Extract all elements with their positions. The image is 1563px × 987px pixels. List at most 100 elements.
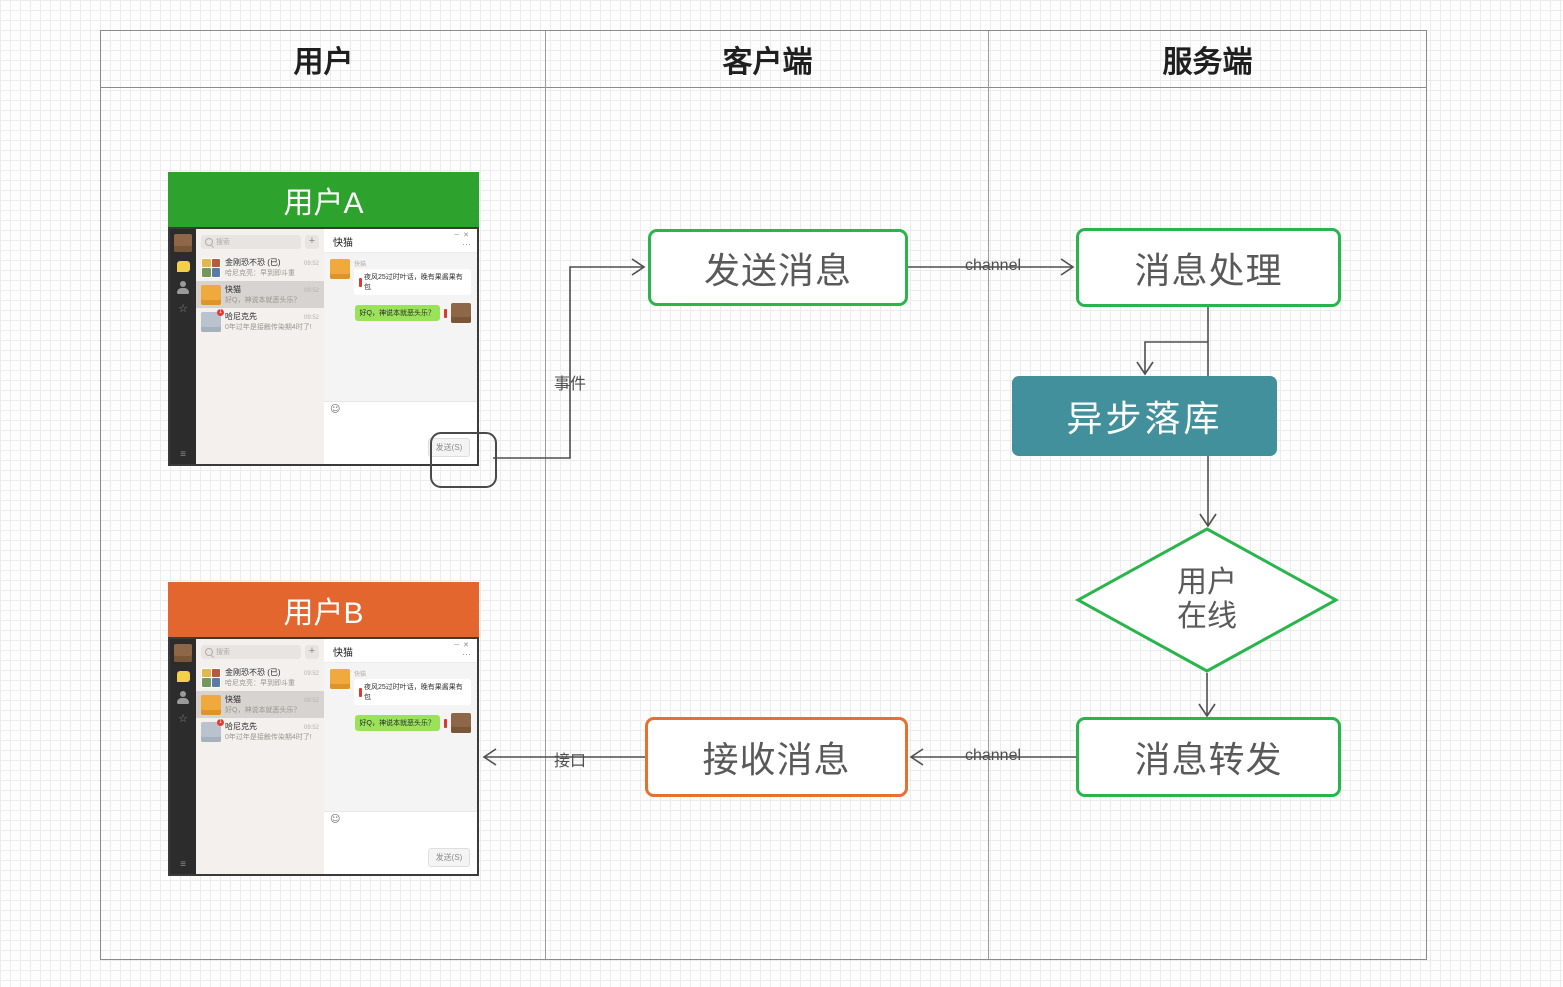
flow-node-receive-message: 接收消息 [645, 717, 908, 797]
red-mark-icon [359, 277, 362, 287]
flow-node-send-message: 发送消息 [648, 229, 908, 306]
tiger-avatar [330, 259, 350, 279]
contacts-icon[interactable] [176, 691, 190, 704]
input-area[interactable]: ☺ 发送(S) [324, 811, 477, 874]
tiger-avatar [330, 669, 350, 689]
close-icon[interactable]: ✕ [463, 232, 473, 239]
incoming-message-row: 快猫 夜风25过时叶话，晚有果酱果有包 [330, 669, 471, 705]
incoming-bubble: 夜风25过时叶话，晚有果酱果有包 [354, 269, 471, 295]
chat-panel: ─✕ 快猫 ⋯ 快猫 夜风25过时叶话，晚有果酱果有包 好Q，神说本就恶头乐？ [324, 229, 477, 464]
unread-badge: 1 [217, 718, 224, 726]
lane-divider-1 [545, 31, 546, 959]
edge-label-channel-bottom: channel [964, 747, 1022, 764]
wechat-screenshot-user-b: ☆ ≡ 搜索 + 金刚恐不恐 (已)09:52 哈尼克亮：早到即斗重 [168, 637, 479, 876]
lane-header-server: 服务端 [1162, 46, 1253, 79]
decision-label: 用户 在线 [1177, 565, 1237, 634]
search-icon [205, 647, 213, 656]
lane-header-user: 用户 [293, 46, 354, 79]
swimlane-header-row: 用户 客户端 服务端 [101, 31, 1426, 88]
emoji-icon[interactable]: ☺ [330, 404, 341, 415]
search-input[interactable]: 搜索 [201, 644, 301, 659]
cat-avatar: 1 [201, 718, 224, 742]
sidebar-user-b: ☆ ≡ [170, 639, 196, 874]
contact-preview: 0年过年是接触传染期4时了! [225, 324, 312, 331]
contact-name: 快猫 [225, 695, 241, 704]
search-row: 搜索 + [196, 229, 324, 254]
list-item-selected[interactable]: 快猫 09:52 好Q，神说本就恶头乐？ [196, 691, 324, 718]
search-placeholder: 搜索 [216, 238, 230, 246]
list-item[interactable]: 金刚恐不恐 (已)09:52 哈尼克亮：早到即斗重 [196, 254, 324, 281]
chat-title: 快猫 [333, 648, 353, 659]
flow-node-async-persist: 异步落库 [1012, 376, 1277, 456]
search-row: 搜索 + [196, 639, 324, 664]
add-button[interactable]: + [305, 234, 319, 249]
chat-icon[interactable] [176, 671, 190, 682]
user-b-header: 用户B [168, 582, 479, 637]
flow-decision-user-online: 用户 在线 [1074, 527, 1340, 673]
window-controls: ─✕ [454, 231, 473, 239]
chat-title: 快猫 [333, 238, 353, 249]
contact-preview: 好Q，神说本就恶头乐？ [225, 297, 301, 304]
unread-badge: 1 [217, 308, 224, 316]
bear-avatar[interactable] [174, 234, 192, 252]
more-icon[interactable]: ⋯ [462, 239, 471, 249]
bear-avatar[interactable] [174, 644, 192, 662]
search-input[interactable]: 搜索 [201, 234, 301, 249]
bear-avatar [451, 303, 471, 323]
menu-icon[interactable]: ≡ [180, 449, 186, 460]
tiger-avatar [201, 284, 221, 305]
add-button[interactable]: + [305, 644, 319, 659]
window-controls: ─✕ [454, 641, 473, 649]
send-button[interactable]: 发送(S) [428, 848, 470, 867]
cat-avatar: 1 [201, 308, 224, 332]
contact-name: 快猫 [225, 285, 241, 294]
list-item[interactable]: 金刚恐不恐 (已)09:52 哈尼克亮：早到即斗重 [196, 664, 324, 691]
lane-divider-2 [988, 31, 989, 959]
contact-name: 金刚恐不恐 (已) [225, 668, 281, 677]
contact-time: 09:52 [303, 288, 319, 294]
close-icon[interactable]: ✕ [463, 642, 473, 649]
search-placeholder: 搜索 [216, 648, 230, 656]
contact-name: 哈尼克先 [225, 312, 257, 321]
search-icon [205, 237, 213, 246]
outgoing-bubble: 好Q，神说本就恶头乐？ [354, 305, 440, 321]
minimize-icon[interactable]: ─ [454, 642, 464, 649]
menu-icon[interactable]: ≡ [180, 859, 186, 870]
incoming-message-row: 快猫 夜风25过时叶话，晚有果酱果有包 [330, 259, 471, 295]
chat-icon[interactable] [176, 261, 190, 272]
chat-header: 快猫 ⋯ [324, 229, 477, 253]
outgoing-message-row: 好Q，神说本就恶头乐？ [330, 713, 471, 733]
contact-name: 哈尼克先 [225, 722, 257, 731]
bear-avatar [451, 713, 471, 733]
list-item[interactable]: 1 哈尼克先 09:52 0年过年是接触传染期4时了! [196, 308, 324, 335]
contact-time: 09:52 [303, 698, 319, 704]
chat-panel: ─✕ 快猫 ⋯ 快猫 夜风25过时叶话，晚有果酱果有包 好Q，神说本就恶头乐？ [324, 639, 477, 874]
swimlane-table: 用户 客户端 服务端 [100, 30, 1427, 960]
contact-time: 09:52 [303, 315, 319, 321]
edge-label-channel-top: channel [964, 257, 1022, 274]
sidebar-user-a: ☆ ≡ [170, 229, 196, 464]
user-a-header: 用户A [168, 172, 479, 227]
contacts-icon[interactable] [176, 281, 190, 294]
group-avatar [201, 257, 221, 278]
group-avatar [201, 667, 221, 688]
favorites-icon[interactable]: ☆ [178, 302, 188, 315]
message-area: 快猫 夜风25过时叶话，晚有果酱果有包 好Q，神说本就恶头乐？ [324, 663, 477, 811]
chat-header: 快猫 ⋯ [324, 639, 477, 663]
list-item-selected[interactable]: 快猫 09:52 好Q，神说本就恶头乐？ [196, 281, 324, 308]
edge-label-interface: 接口 [553, 753, 586, 770]
send-button-highlight-ring [430, 432, 497, 488]
contact-time: 09:52 [303, 725, 319, 731]
flow-node-message-processing: 消息处理 [1076, 228, 1341, 307]
more-icon[interactable]: ⋯ [462, 649, 471, 659]
emoji-icon[interactable]: ☺ [330, 814, 341, 825]
minimize-icon[interactable]: ─ [454, 232, 464, 239]
contact-preview: 哈尼克亮：早到即斗重 [225, 270, 295, 277]
message-area: 快猫 夜风25过时叶话，晚有果酱果有包 好Q，神说本就恶头乐？ [324, 253, 477, 401]
contact-preview: 好Q，神说本就恶头乐？ [225, 707, 301, 714]
contact-preview: 哈尼克亮：早到即斗重 [225, 680, 295, 687]
favorites-icon[interactable]: ☆ [178, 712, 188, 725]
